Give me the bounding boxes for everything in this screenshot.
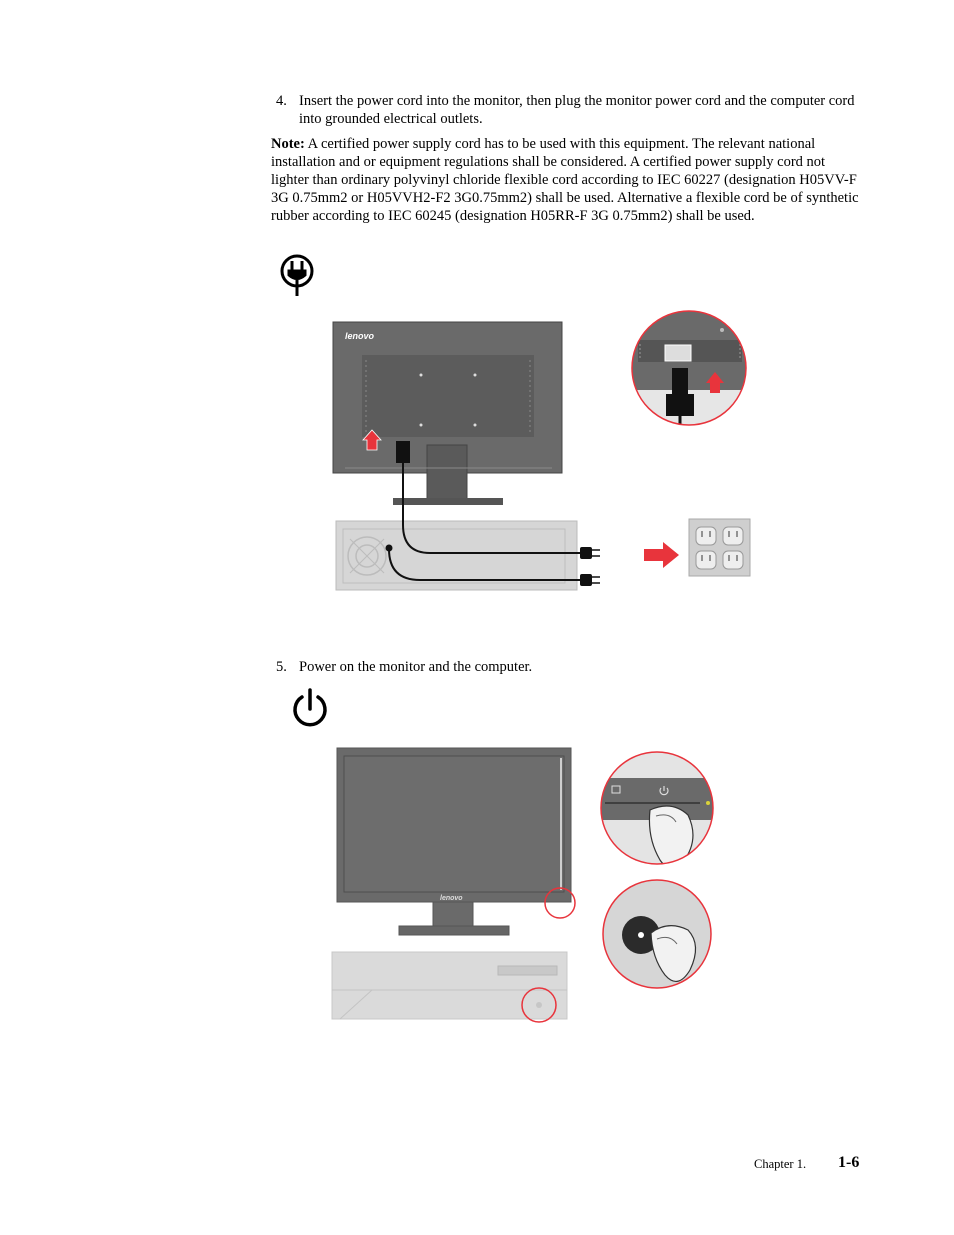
- chapter-label: Chapter 1.: [754, 1157, 807, 1171]
- lenovo-logo: lenovo: [345, 331, 375, 341]
- cord-plug: [396, 441, 410, 463]
- red-up-arrow-icon: [362, 429, 382, 451]
- lenovo-logo: lenovo: [440, 895, 463, 902]
- computer-back-illustration: [335, 520, 578, 591]
- power-cords: [388, 463, 582, 581]
- wall-outlet-illustration: [688, 518, 751, 577]
- monitor-front-illustration: [336, 747, 572, 936]
- zoom-computer-power-button: [602, 879, 712, 989]
- cord-end-plugs: [580, 547, 600, 586]
- note-text: A certified power supply cord has to be …: [271, 136, 859, 224]
- power-plug-icon: [280, 254, 314, 296]
- zoom-power-port: [631, 310, 747, 426]
- highlight-circle: [521, 987, 557, 1023]
- red-right-arrow-icon: [644, 542, 679, 568]
- page-number: 1-6: [838, 1154, 860, 1171]
- power-button-icon: [293, 688, 327, 727]
- step-number: 5.: [276, 659, 287, 675]
- page-footer: Chapter 1. 1-6: [754, 1154, 864, 1172]
- zoom-monitor-power-button: [600, 751, 714, 865]
- step-text: Insert the power cord into the monitor, …: [299, 93, 855, 127]
- note-paragraph: Note: A certified power supply cord has …: [271, 135, 861, 225]
- note-label: Note:: [271, 136, 305, 152]
- step-text: Power on the monitor and the computer.: [299, 659, 533, 675]
- highlight-circle: [544, 887, 576, 919]
- computer-front-illustration: [331, 951, 568, 1020]
- step-number: 4.: [276, 93, 287, 109]
